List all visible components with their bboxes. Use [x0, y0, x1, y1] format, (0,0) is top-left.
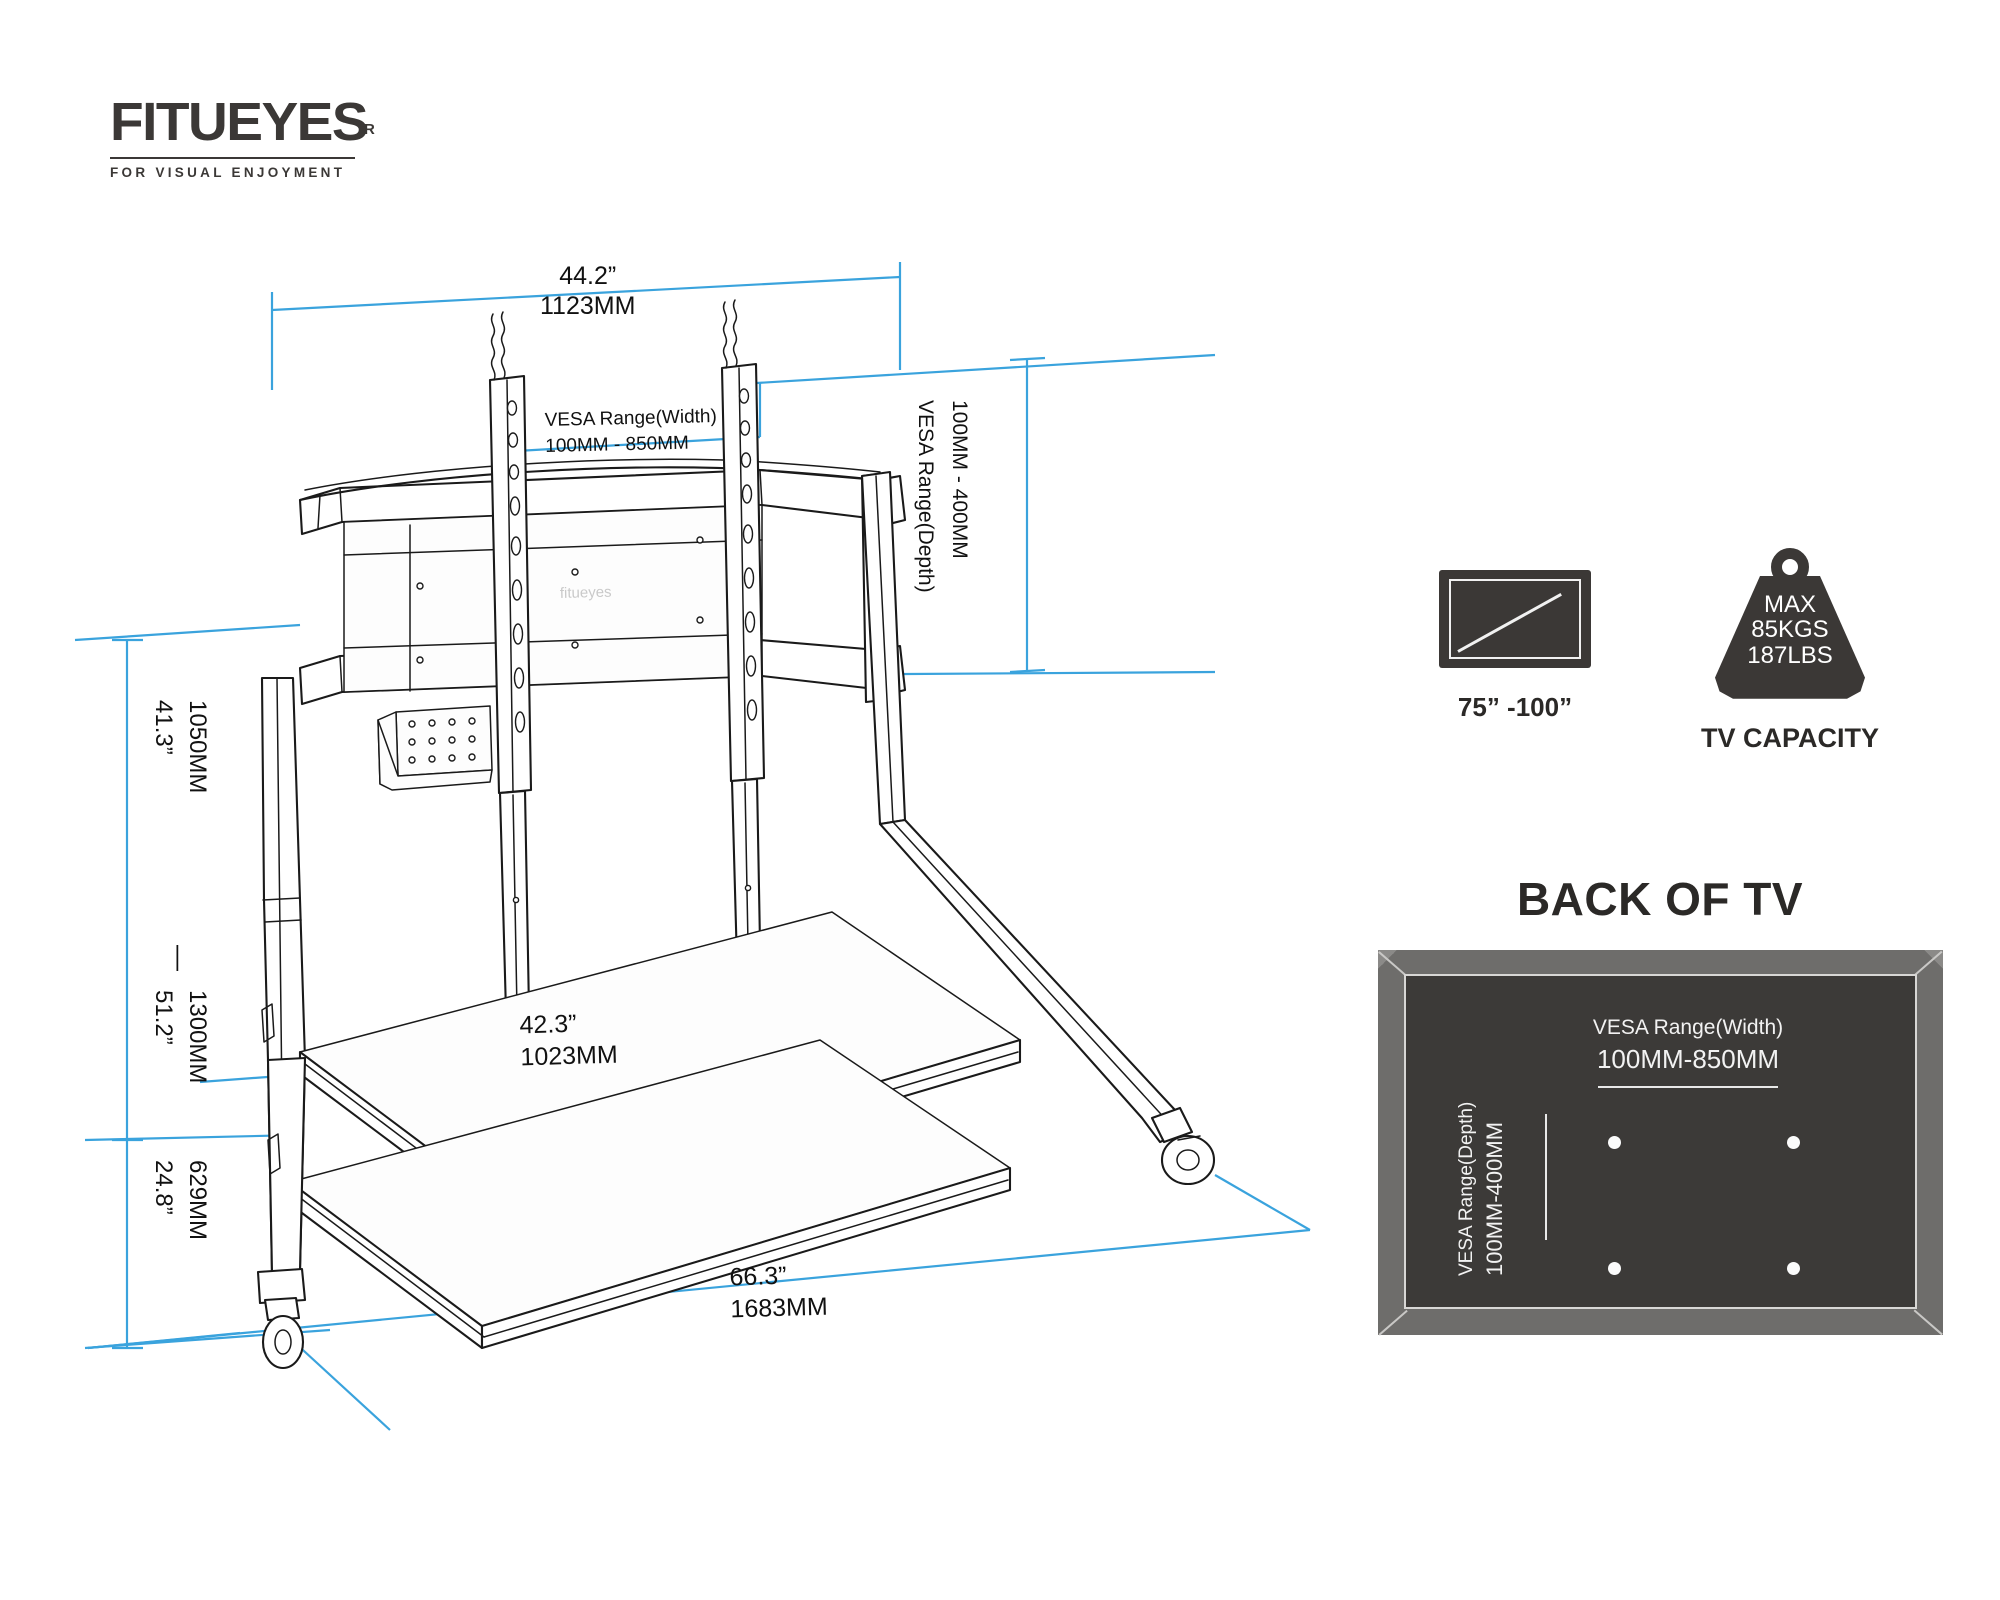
- brand-logo: FITUEYESR FOR VISUAL ENJOYMENT: [110, 95, 410, 180]
- tv-screen-icon: [1439, 570, 1591, 668]
- caster-left: [261, 1296, 305, 1370]
- vesa-width-value: 100MM - 850MM: [545, 433, 690, 458]
- cart-frame: fitueyes: [256, 299, 1216, 1370]
- capacity-max-label: MAX: [1763, 591, 1816, 618]
- tv-screen-inner-border: [1449, 579, 1581, 659]
- spec-icon-row: 75” -100” MAX 85KGS 187LBS TV CAPACITY: [1430, 548, 1900, 770]
- vesa-width-label: VESA Range(Width): [544, 406, 718, 431]
- panel-vesa-depth-rule: [1545, 1114, 1547, 1240]
- shelf-width-inches: 42.3”: [519, 1009, 577, 1040]
- tv-capacity-label: TV CAPACITY: [1700, 723, 1879, 753]
- registered-trademark-icon: R: [364, 120, 375, 138]
- logo-tagline: FOR VISUAL ENJOYMENT: [110, 165, 346, 180]
- tv-height-max-inches: 51.2”: [150, 990, 177, 1045]
- base-width-inches: 66.3”: [729, 1261, 787, 1292]
- dimension-top-width: 44.2” 1123MM: [540, 262, 635, 321]
- dimension-top-width-mm: 1123MM: [540, 291, 636, 320]
- vesa-depth-label: VESA Range(Depth): [914, 400, 937, 593]
- base-height-inches: 24.8”: [150, 1160, 177, 1215]
- tv-size-spec: 75” -100”: [1430, 570, 1600, 723]
- tv-panel-screen: VESA Range(Width) 100MM-850MM VESA Range…: [1404, 974, 1917, 1309]
- vesa-mount-hole-bottom-left: [1608, 1262, 1621, 1275]
- tv-height-max-mm: 1300MM: [184, 990, 211, 1084]
- weight-text-group: MAX 85KGS 187LBS: [1715, 591, 1865, 669]
- tv-size-label: 75” -100”: [1457, 692, 1573, 722]
- dimension-vesa-width: VESA Range(Width) 100MM - 850MM: [544, 406, 717, 459]
- capacity-kgs: 85KGS: [1751, 616, 1829, 644]
- vesa-rail-right: [720, 299, 766, 1002]
- height-range-separator: —: [165, 945, 195, 971]
- panel-watermark: fitueyes: [560, 584, 612, 602]
- panel-vesa-depth-value: 100MM-400MM: [1482, 1121, 1507, 1276]
- weight-icon: MAX 85KGS 187LBS: [1715, 548, 1865, 703]
- vesa-depth-value: 100MM - 400MM: [948, 400, 971, 559]
- logo-wordmark: FITUEYES: [110, 92, 369, 152]
- tv-height-min-inches: 41.3”: [150, 700, 177, 755]
- accessory-bracket: [377, 705, 493, 791]
- caster-right: [1150, 1106, 1216, 1186]
- shelf-width-mm: 1023MM: [520, 1040, 619, 1071]
- back-of-tv-title: BACK OF TV: [1516, 873, 1804, 925]
- tv-capacity-spec: MAX 85KGS 187LBS TV CAPACITY: [1680, 548, 1900, 754]
- tv-height-min-mm: 1050MM: [184, 700, 211, 794]
- vesa-mount-hole-top-right: [1787, 1136, 1800, 1149]
- vesa-mount-hole-top-left: [1608, 1136, 1621, 1149]
- panel-vesa-width-group: VESA Range(Width) 100MM-850MM: [1558, 1014, 1818, 1088]
- logo-wordmark-row: FITUEYESR: [110, 95, 410, 149]
- dimension-top-width-inches: 44.2”: [559, 262, 617, 290]
- dimension-base-width: 66.3” 1683MM: [729, 1261, 828, 1325]
- vesa-mount-hole-bottom-right: [1787, 1262, 1800, 1275]
- panel-vesa-depth-label: VESA Range(Depth): [1456, 1101, 1477, 1276]
- capacity-lbs: 187LBS: [1747, 641, 1833, 669]
- panel-vesa-width-value: 100MM-850MM: [1596, 1044, 1780, 1075]
- panel-vesa-width-rule: [1598, 1086, 1778, 1088]
- dimension-shelf-width: 42.3” 1023MM: [519, 1009, 618, 1073]
- panel-vesa-width-label: VESA Range(Width): [1592, 1016, 1784, 1039]
- base-width-mm: 1683MM: [730, 1292, 829, 1323]
- logo-divider: [110, 157, 355, 159]
- back-of-tv-panel: VESA Range(Width) 100MM-850MM VESA Range…: [1378, 950, 1943, 1336]
- vesa-rail-left: [488, 311, 533, 1014]
- base-height-mm: 629MM: [184, 1160, 211, 1241]
